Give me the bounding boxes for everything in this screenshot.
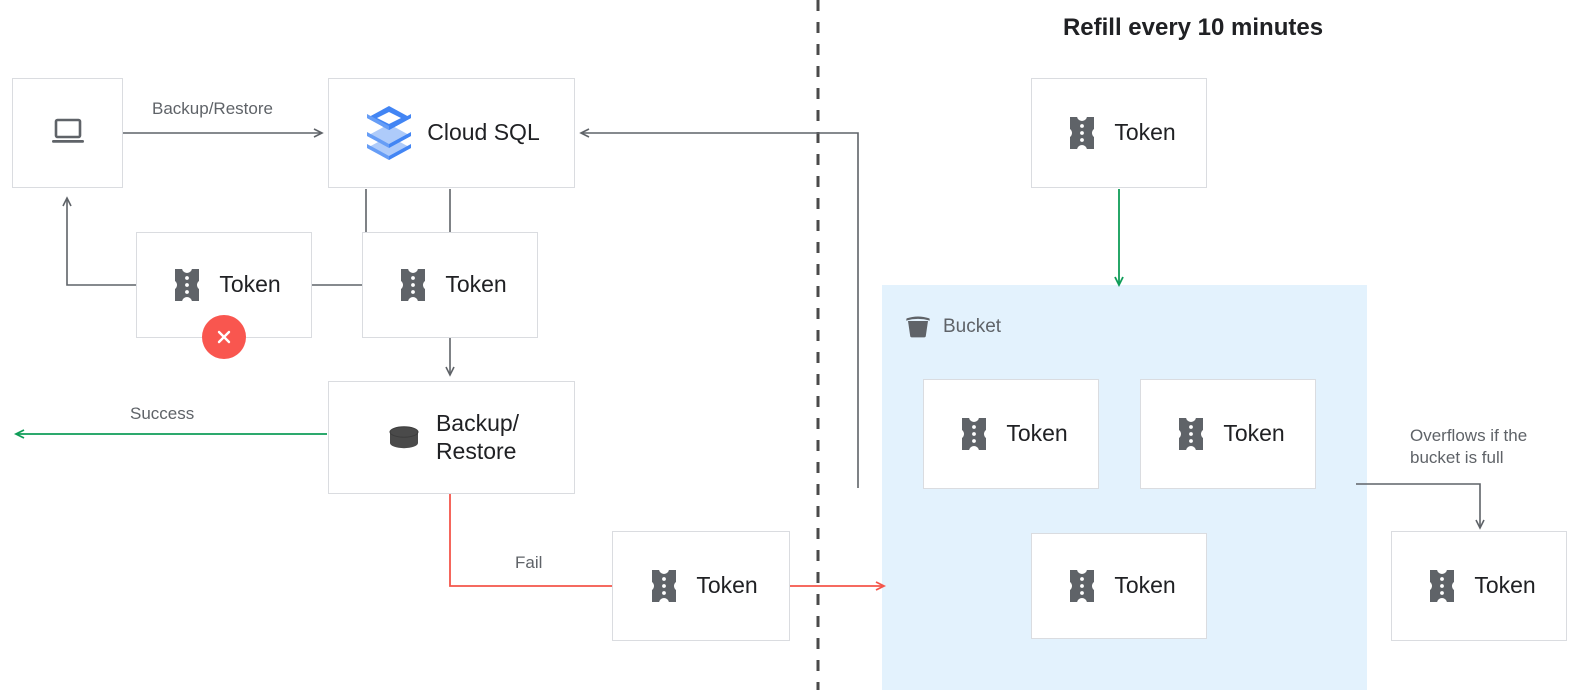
- node-token-rejected[interactable]: Token: [136, 232, 312, 338]
- cloud-sql-icon: [363, 102, 415, 164]
- edge-overflow: [1356, 483, 1485, 530]
- node-token-cloudsql-label: Token: [445, 271, 507, 298]
- node-token-bucket-1-label: Token: [1006, 420, 1068, 447]
- node-token-refill[interactable]: Token: [1031, 78, 1207, 188]
- bucket-label: Bucket: [943, 316, 1002, 337]
- node-token-overflow[interactable]: Token: [1391, 531, 1567, 641]
- bucket-icon: [903, 312, 933, 342]
- node-token-bucket-1[interactable]: Token: [923, 379, 1099, 489]
- laptop-icon: [48, 116, 88, 150]
- node-token-fail[interactable]: Token: [612, 531, 790, 641]
- token-icon: [1171, 418, 1211, 450]
- bucket-label-group: Bucket: [903, 312, 1001, 342]
- token-icon: [167, 269, 207, 301]
- edge-label-fail: Fail: [515, 553, 543, 572]
- token-icon: [1062, 570, 1102, 602]
- node-token-bucket-3-label: Token: [1114, 572, 1176, 599]
- token-icon: [954, 418, 994, 450]
- edge-cloudsql-to-token-rejected: [311, 189, 367, 286]
- edge-label-success: Success: [130, 404, 195, 423]
- page-title: Refill every 10 minutes: [1062, 14, 1324, 41]
- node-cloud-sql-label: Cloud SQL: [427, 119, 540, 146]
- token-icon: [644, 570, 684, 602]
- node-cloud-sql[interactable]: Cloud SQL: [328, 78, 575, 188]
- node-token-fail-label: Token: [696, 572, 758, 599]
- fail-badge: [202, 315, 246, 359]
- edge-bucket-to-cloudsql: [579, 128, 859, 488]
- edge-label-backup-restore: Backup/Restore: [152, 99, 273, 118]
- node-token-bucket-3[interactable]: Token: [1031, 533, 1207, 639]
- token-icon: [1062, 117, 1102, 149]
- node-client[interactable]: [12, 78, 123, 188]
- node-token-bucket-2[interactable]: Token: [1140, 379, 1316, 489]
- token-icon: [393, 269, 433, 301]
- node-backup-restore[interactable]: Backup/ Restore: [328, 381, 575, 494]
- node-token-overflow-label: Token: [1474, 572, 1536, 599]
- node-token-cloudsql[interactable]: Token: [362, 232, 538, 338]
- close-icon: [213, 326, 235, 348]
- token-icon: [1422, 570, 1462, 602]
- node-token-bucket-2-label: Token: [1223, 420, 1285, 447]
- edge-token-rejected-to-client: [62, 196, 136, 286]
- node-token-rejected-label: Token: [219, 271, 281, 298]
- node-backup-restore-label: Backup/ Restore: [435, 410, 520, 464]
- edge-label-overflow: Overflows if the bucket is full: [1410, 426, 1528, 467]
- database-icon: [384, 421, 424, 455]
- node-token-refill-label: Token: [1114, 119, 1176, 146]
